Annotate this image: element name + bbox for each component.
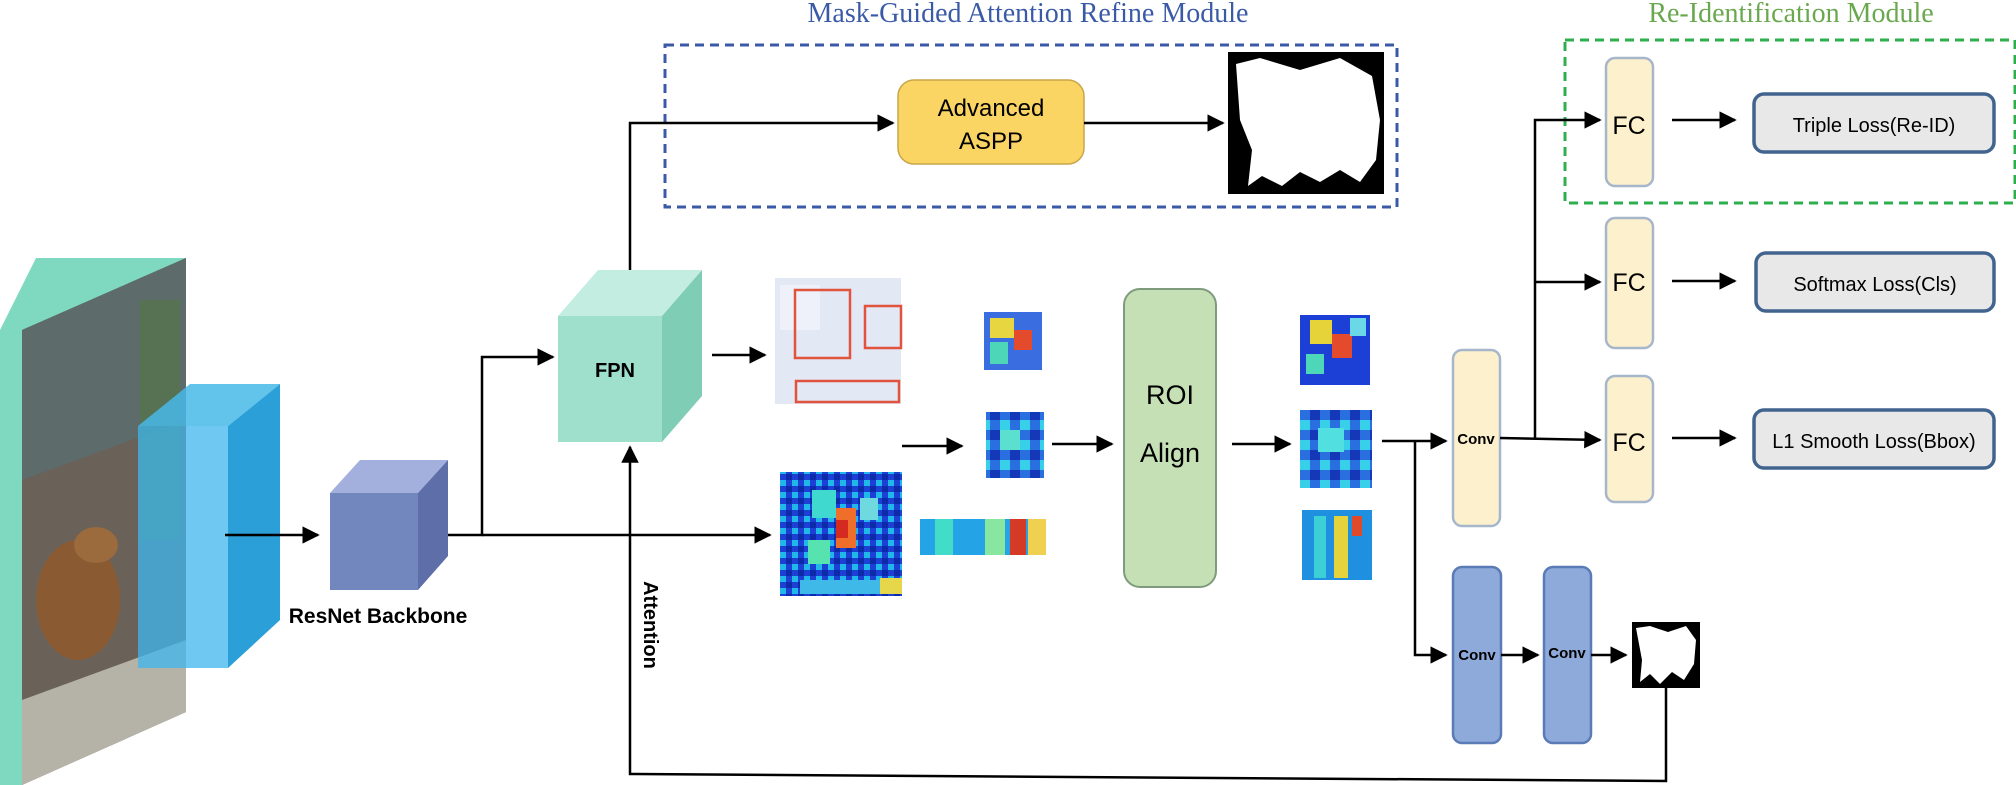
fpn-cube (558, 270, 702, 442)
triple-loss-box (1752, 92, 1996, 154)
fc-block-reid (1604, 56, 1655, 188)
heatmap-strip (920, 519, 1046, 555)
attention-heatmap (780, 472, 902, 596)
predicted-mask-image (1632, 622, 1700, 688)
mask-attention-module-box (663, 43, 1399, 209)
fc-label-reid: FC (1612, 112, 1645, 140)
conv-head-label: Conv (1457, 431, 1495, 448)
heatmap-small-1 (984, 312, 1042, 370)
fc-label-cls: FC (1612, 269, 1645, 297)
fc-label-bbox: FC (1612, 429, 1645, 457)
triple-loss-label: Triple Loss(Re-ID) (1793, 115, 1956, 137)
reid-module-box (1563, 38, 2016, 205)
conv-mask-label-1: Conv (1458, 647, 1496, 664)
fpn-label: FPN (595, 360, 635, 382)
input-overlay-layer (138, 384, 280, 668)
proposal-feature-map (775, 278, 903, 404)
roi-label-line2: Align (1140, 438, 1200, 468)
roi-align-block (1123, 288, 1217, 588)
refined-mask-image (1228, 52, 1384, 194)
l1-smooth-loss-label: L1 Smooth Loss(Bbox) (1772, 431, 1975, 453)
roi-output-map-2 (1300, 410, 1372, 488)
roi-output-map-1 (1300, 315, 1370, 385)
roi-output-map-3 (1302, 510, 1372, 580)
conv-mask-label-2: Conv (1548, 645, 1586, 662)
l1-smooth-loss-box (1752, 408, 1996, 470)
softmax-loss-label: Softmax Loss(Cls) (1793, 274, 1956, 296)
roi-label-line1: ROI (1146, 380, 1194, 410)
reid-module-title: Re-Identification Module (1648, 0, 1933, 29)
input-image-stack (0, 258, 186, 785)
aspp-label-line1: Advanced (938, 95, 1045, 122)
resnet-backbone-cube (330, 460, 448, 590)
backbone-label: ResNet Backbone (289, 605, 468, 628)
fc-block-bbox (1604, 374, 1655, 504)
attention-label: Attention (639, 581, 661, 669)
aspp-label-line2: ASPP (959, 128, 1023, 155)
heatmap-small-2 (986, 412, 1044, 478)
fc-block-cls (1604, 216, 1655, 350)
softmax-loss-box (1754, 251, 1996, 313)
mask-attention-module-title: Mask-Guided Attention Refine Module (808, 0, 1249, 29)
connectors (225, 111, 1737, 783)
